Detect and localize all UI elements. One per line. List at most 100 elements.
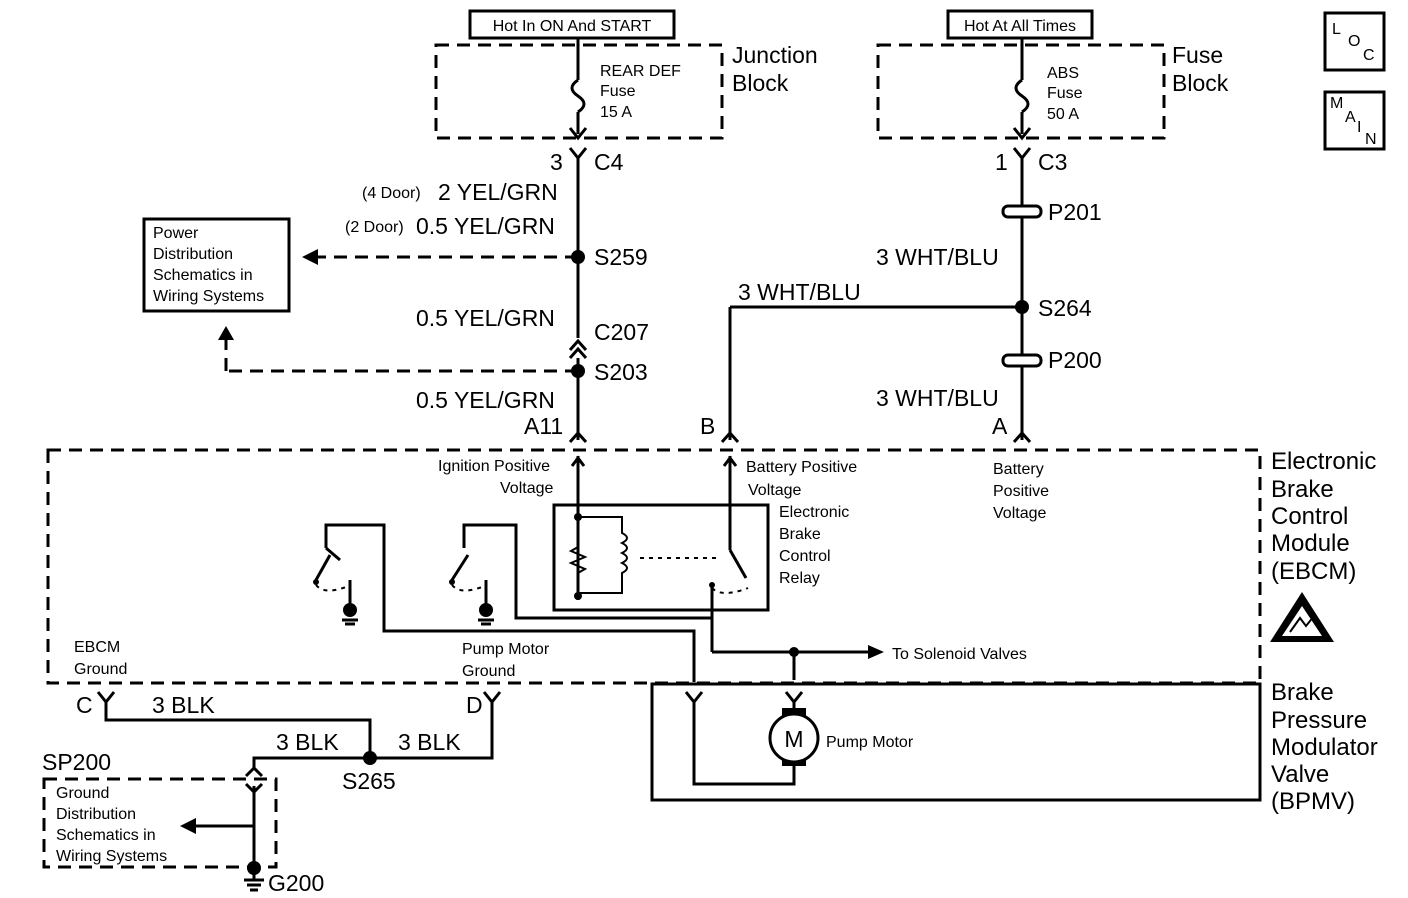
svg-text:Fuse: Fuse — [600, 83, 636, 100]
svg-text:A: A — [992, 413, 1008, 439]
svg-text:S265: S265 — [342, 768, 396, 794]
abs-fuse: ABS Fuse 50 A — [1012, 38, 1083, 141]
svg-text:Control: Control — [1271, 503, 1348, 530]
rear-def-fuse: REAR DEF Fuse 15 A — [568, 38, 681, 141]
solenoid-valves-feed: To Solenoid Valves — [712, 645, 1027, 680]
ground-distribution-box[interactable]: SP200 Ground Distribution Schematics in … — [42, 749, 278, 869]
svg-text:Electronic: Electronic — [1271, 448, 1376, 475]
svg-text:Wiring Systems: Wiring Systems — [56, 848, 167, 865]
svg-text:Battery Positive: Battery Positive — [746, 459, 857, 476]
svg-text:Brake: Brake — [1271, 476, 1334, 503]
svg-text:Pressure: Pressure — [1271, 707, 1367, 734]
svg-text:I: I — [1357, 119, 1361, 136]
svg-text:Wiring Systems: Wiring Systems — [153, 288, 264, 305]
svg-text:Block: Block — [1172, 70, 1229, 96]
svg-text:3 WHT/BLU: 3 WHT/BLU — [876, 244, 999, 270]
svg-text:0.5 YEL/GRN: 0.5 YEL/GRN — [416, 387, 555, 413]
svg-text:B: B — [700, 413, 715, 439]
svg-text:Electronic: Electronic — [779, 504, 849, 521]
svg-text:O: O — [1348, 33, 1360, 50]
svg-text:(4 Door): (4 Door) — [362, 185, 421, 202]
svg-text:2 YEL/GRN: 2 YEL/GRN — [438, 179, 558, 205]
loc-button[interactable]: L O C — [1323, 11, 1386, 72]
svg-text:Schematics in: Schematics in — [153, 267, 253, 284]
svg-text:To Solenoid Valves: To Solenoid Valves — [892, 646, 1027, 663]
svg-text:G200: G200 — [268, 870, 324, 896]
svg-text:3 BLK: 3 BLK — [152, 692, 215, 718]
ebcm-relay: Electronic Brake Control Relay — [552, 503, 849, 652]
svg-text:C4: C4 — [594, 149, 624, 175]
ebcm-module: Electronic Brake Control Module (EBCM) — [46, 448, 1376, 685]
svg-text:Brake: Brake — [1271, 679, 1334, 706]
svg-text:ABS: ABS — [1047, 65, 1079, 82]
svg-text:3 BLK: 3 BLK — [276, 729, 339, 755]
svg-text:C: C — [1363, 47, 1375, 64]
svg-text:M: M — [784, 726, 803, 752]
svg-text:Hot In ON And START: Hot In ON And START — [493, 18, 652, 35]
svg-text:Ground: Ground — [462, 663, 515, 680]
svg-text:Pump Motor: Pump Motor — [826, 734, 914, 751]
svg-text:3 WHT/BLU: 3 WHT/BLU — [738, 279, 861, 305]
svg-text:Pump Motor: Pump Motor — [462, 641, 550, 658]
svg-text:Block: Block — [732, 70, 789, 96]
ground-circuit: C 3 BLK D 3 BLK S265 3 BLK — [76, 691, 502, 866]
svg-text:Positive: Positive — [993, 483, 1049, 500]
svg-text:A: A — [1345, 109, 1356, 126]
main-button[interactable]: M A I N — [1323, 90, 1386, 151]
svg-text:Battery: Battery — [993, 461, 1044, 478]
svg-text:Hot At All Times: Hot At All Times — [964, 18, 1076, 35]
svg-text:Voltage: Voltage — [993, 505, 1046, 522]
svg-text:S264: S264 — [1038, 295, 1092, 321]
svg-text:(EBCM): (EBCM) — [1271, 558, 1356, 585]
svg-text:Fuse: Fuse — [1047, 85, 1083, 102]
bpmv-module: Brake Pressure Modulator Valve (BPMV) — [650, 679, 1378, 815]
esd-warning-icon — [1270, 592, 1334, 642]
svg-text:0.5 YEL/GRN: 0.5 YEL/GRN — [416, 213, 555, 239]
svg-text:P200: P200 — [1048, 347, 1102, 373]
svg-text:Module: Module — [1271, 530, 1350, 557]
svg-text:Ground: Ground — [56, 785, 109, 802]
svg-text:C207: C207 — [594, 319, 649, 345]
svg-text:Voltage: Voltage — [500, 480, 553, 497]
svg-text:S259: S259 — [594, 244, 648, 270]
svg-text:N: N — [1365, 131, 1377, 148]
svg-text:EBCM: EBCM — [74, 639, 120, 656]
power-distribution-box[interactable]: Power Distribution Schematics in Wiring … — [142, 217, 291, 313]
svg-text:3 WHT/BLU: 3 WHT/BLU — [876, 385, 999, 411]
ebcm-internal-switches — [313, 523, 712, 682]
svg-text:L: L — [1332, 21, 1341, 38]
svg-text:Schematics in: Schematics in — [56, 827, 156, 844]
svg-text:50 A: 50 A — [1047, 106, 1079, 123]
svg-text:Control: Control — [779, 548, 831, 565]
svg-text:C: C — [76, 692, 93, 718]
svg-text:D: D — [466, 692, 483, 718]
svg-text:S203: S203 — [594, 359, 648, 385]
hot-in-on-and-start-tag: Hot In ON And START — [468, 9, 676, 40]
svg-text:P201: P201 — [1048, 199, 1102, 225]
svg-text:15 A: 15 A — [600, 104, 632, 121]
junction-block: Junction Block — [434, 42, 818, 140]
svg-text:Relay: Relay — [779, 570, 820, 587]
svg-text:A11: A11 — [524, 413, 563, 439]
svg-text:(2 Door): (2 Door) — [345, 219, 404, 236]
svg-text:Valve: Valve — [1271, 761, 1329, 788]
hot-at-all-times-tag: Hot At All Times — [946, 9, 1094, 40]
svg-text:M: M — [1330, 95, 1343, 112]
fuse-block: Fuse Block — [876, 42, 1229, 140]
svg-text:SP200: SP200 — [42, 749, 111, 775]
svg-text:(BPMV): (BPMV) — [1271, 788, 1355, 815]
svg-text:3: 3 — [550, 149, 563, 175]
ignition-circuit: 3 C4 (4 Door) 2 YEL/GRN (2 Door) 0.5 YEL… — [218, 147, 649, 443]
svg-text:3 BLK: 3 BLK — [398, 729, 461, 755]
svg-text:C3: C3 — [1038, 149, 1067, 175]
svg-text:Modulator: Modulator — [1271, 734, 1378, 761]
pump-motor: M Pump Motor — [768, 708, 914, 766]
svg-text:Distribution: Distribution — [153, 246, 233, 263]
svg-text:Voltage: Voltage — [748, 482, 801, 499]
svg-text:Distribution: Distribution — [56, 806, 136, 823]
battery-circuit: 1 C3 P201 3 WHT/BLU S264 3 WHT/BLU P200 … — [700, 147, 1102, 443]
svg-text:Ignition Positive: Ignition Positive — [438, 458, 550, 475]
g200-ground-icon: G200 — [244, 861, 324, 896]
svg-text:Ground: Ground — [74, 661, 127, 678]
